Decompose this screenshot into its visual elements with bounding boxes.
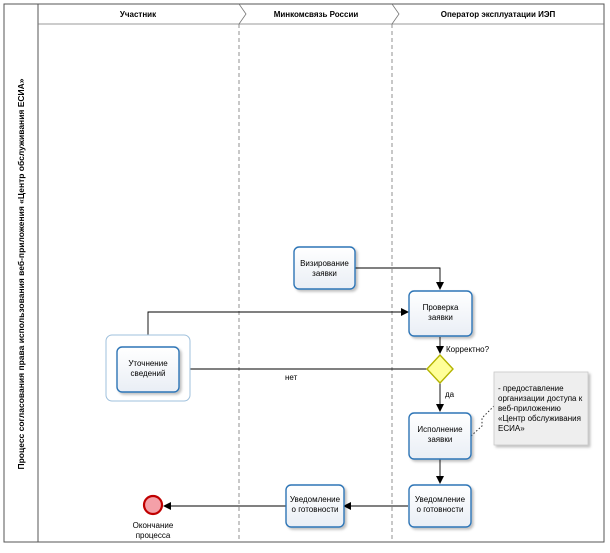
task-vizirovanie-line1: Визирование — [300, 259, 349, 268]
end-event-label-line2: процесса — [136, 531, 171, 540]
lane-separator-1 — [238, 3, 247, 542]
end-event[interactable] — [142, 494, 164, 516]
task-vizirovanie-line2: заявки — [312, 269, 337, 278]
task-uvedomlenie-operator-line2: о готовности — [417, 505, 464, 514]
annotation-line1: - предоставление — [498, 384, 564, 393]
lane-title-operator: Оператор эксплуатации ИЭП — [441, 10, 556, 19]
task-ispolnenie-line1: Исполнение — [417, 425, 463, 434]
lane-title-participant: Участник — [120, 10, 157, 19]
annotation-line3: веб-приложению — [498, 404, 561, 413]
flow-label-no: нет — [285, 373, 298, 382]
task-uvedomlenie-operator[interactable]: Уведомление о готовности — [408, 484, 472, 528]
task-utochnenie[interactable]: Уточнение сведений — [105, 334, 191, 402]
end-event-label-line1: Окончание — [133, 521, 174, 530]
task-uvedomlenie-ministry[interactable]: Уведомление о готовности — [285, 484, 345, 528]
task-uvedomlenie-ministry-line1: Уведомление — [290, 495, 341, 504]
annotation-line2: организации доступа к — [498, 394, 583, 403]
gateway-correct[interactable] — [426, 353, 454, 385]
task-utochnenie-line1: Уточнение — [128, 359, 168, 368]
task-ispolnenie-line2: заявки — [428, 435, 453, 444]
annotation-line5: ЕСИА» — [498, 424, 525, 433]
task-uvedomlenie-operator-line1: Уведомление — [415, 495, 466, 504]
flow-viz-to-check — [355, 267, 444, 290]
task-uvedomlenie-ministry-line2: о готовности — [292, 505, 339, 514]
task-utochnenie-line2: сведений — [131, 369, 166, 378]
task-ispolnenie[interactable]: Исполнение заявки — [408, 412, 472, 460]
task-vizirovanie[interactable]: Визирование заявки — [293, 246, 356, 290]
task-proverka-line2: заявки — [428, 313, 453, 322]
flow-label-yes: да — [445, 390, 455, 399]
annotation-line4: «Центр обслуживания — [498, 414, 581, 423]
gateway-label: Корректно? — [446, 345, 490, 354]
pool-title: Процесс согласования права использования… — [16, 78, 26, 469]
lane-separator-2 — [391, 3, 400, 542]
annotation-association — [470, 405, 495, 437]
text-annotation: - предоставление организации доступа к в… — [493, 371, 589, 446]
lane-title-ministry: Минкомсвязь России — [274, 10, 359, 19]
task-proverka-line1: Проверка — [423, 303, 459, 312]
task-proverka[interactable]: Проверка заявки — [408, 290, 473, 337]
